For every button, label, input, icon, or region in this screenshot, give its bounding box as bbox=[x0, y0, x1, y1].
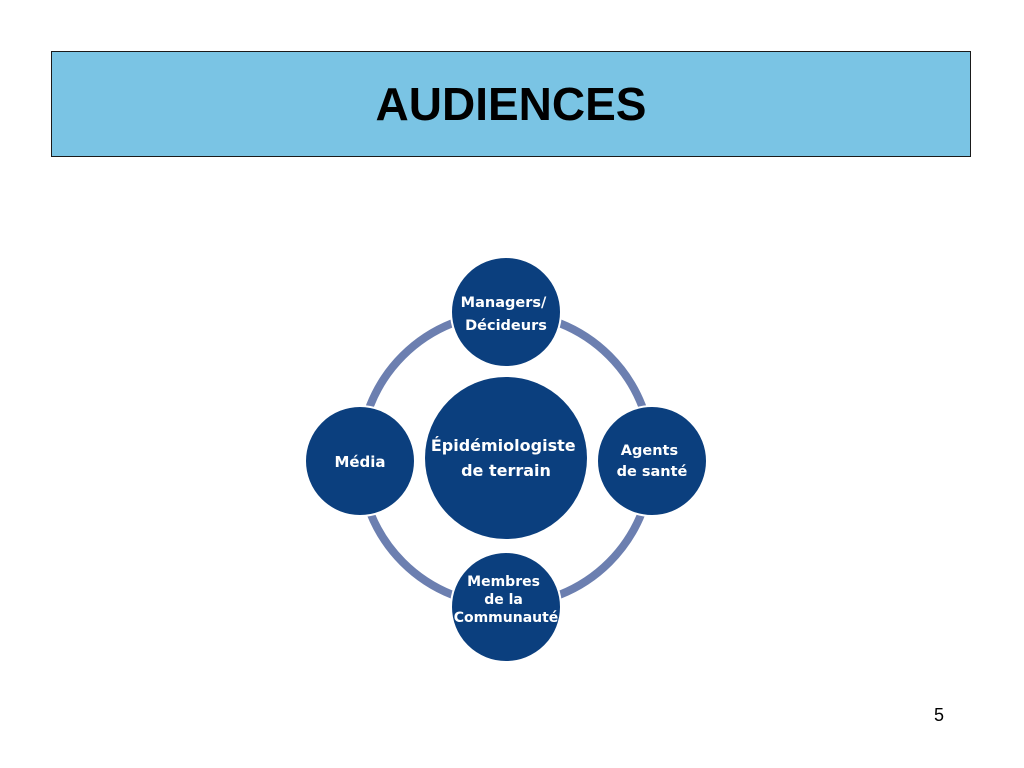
node-membres-communaute: Membres de la Communauté bbox=[450, 551, 562, 663]
node-managers-label: Managers/ Décideurs bbox=[461, 295, 552, 334]
node-membres-line-2: de la bbox=[484, 592, 523, 608]
node-media: Média bbox=[304, 405, 416, 517]
page-number: 5 bbox=[933, 705, 944, 725]
node-membres-line-3: Communauté bbox=[454, 610, 559, 626]
node-agents-line-1: Agents bbox=[621, 443, 678, 459]
title-bar: AUDIENCES bbox=[51, 51, 971, 157]
node-managers-line-1: Managers/ bbox=[461, 295, 547, 311]
center-node-line-1: Épidémiologiste bbox=[431, 436, 576, 455]
node-agents-label: Agents de santé bbox=[617, 443, 688, 480]
slide-title: AUDIENCES bbox=[375, 78, 647, 130]
node-membres-line-1: Membres bbox=[467, 574, 540, 590]
center-node-line-2: de terrain bbox=[461, 461, 551, 480]
node-agents-sante: Agents de santé bbox=[596, 405, 708, 517]
center-node-label: Épidémiologiste de terrain bbox=[431, 436, 581, 480]
node-agents-line-2: de santé bbox=[617, 464, 688, 480]
node-membres-label: Membres de la Communauté bbox=[454, 574, 559, 626]
node-managers-line-2: Décideurs bbox=[465, 318, 547, 334]
center-node: Épidémiologiste de terrain bbox=[425, 377, 587, 539]
node-media-line-1: Média bbox=[334, 453, 385, 471]
node-media-label: Média bbox=[334, 453, 385, 471]
node-managers-decideurs: Managers/ Décideurs bbox=[450, 256, 562, 368]
